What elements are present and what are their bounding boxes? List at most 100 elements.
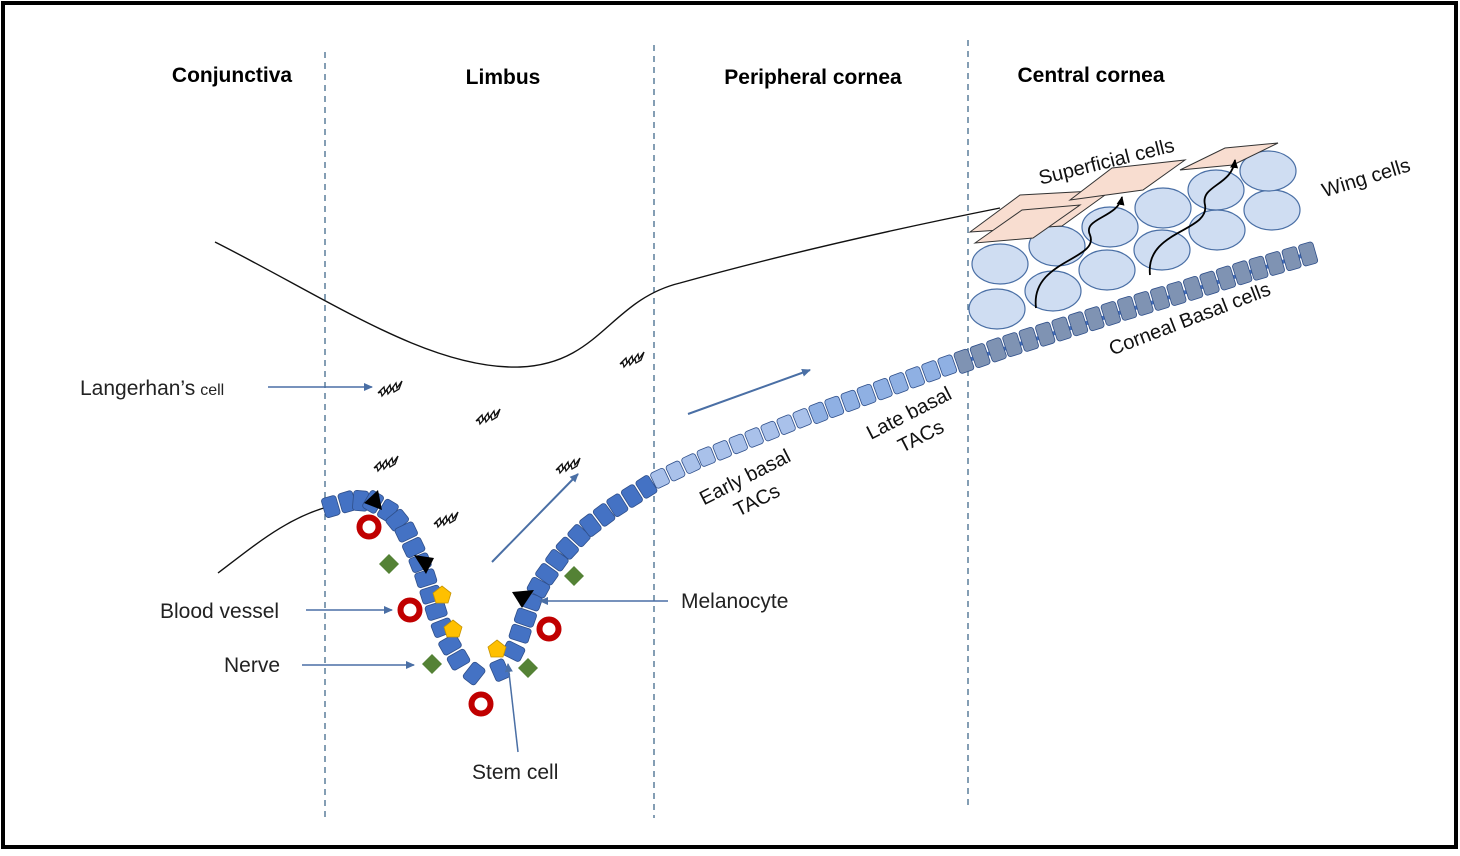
basal-cell bbox=[438, 633, 462, 656]
basal-cell bbox=[1183, 275, 1204, 301]
basal-cell bbox=[446, 648, 471, 671]
differentiation-arrows bbox=[1034, 159, 1239, 309]
zone-title-limbus: Limbus bbox=[466, 66, 541, 89]
basal-cell bbox=[921, 360, 942, 383]
migration-arrow-limbus bbox=[491, 473, 579, 563]
basal-cell bbox=[1150, 286, 1171, 311]
nerve-icon bbox=[518, 658, 538, 678]
basal-cell bbox=[808, 401, 829, 424]
stroma-boundary-curve bbox=[214, 207, 1001, 368]
basal-cell bbox=[986, 337, 1007, 363]
nerve-icon bbox=[379, 554, 399, 574]
basal-cell bbox=[650, 467, 670, 489]
basal-cell bbox=[760, 420, 780, 442]
nerves bbox=[379, 554, 584, 678]
blood-vessel-icon bbox=[397, 597, 423, 623]
blood-vessel-icon bbox=[468, 691, 494, 717]
basal-cell bbox=[840, 389, 861, 412]
zone-title-peripheral-cornea: Peripheral cornea bbox=[724, 66, 902, 89]
langerhans-cell-icon bbox=[555, 457, 581, 475]
zone-title-central-cornea: Central cornea bbox=[1017, 64, 1164, 87]
label-langerhans-small: cell bbox=[200, 382, 224, 399]
stem-cell-icon bbox=[487, 639, 507, 658]
langerhans-cell-icon bbox=[377, 380, 403, 398]
migration-arrow-peripheral bbox=[687, 368, 811, 415]
label-nerve: Nerve bbox=[224, 654, 280, 677]
basal-cell bbox=[1248, 255, 1269, 281]
differentiation-arrow bbox=[1149, 159, 1239, 276]
superficial-cell bbox=[1179, 142, 1279, 171]
basal-cell bbox=[681, 453, 701, 474]
nerve-icon bbox=[422, 654, 442, 674]
basal-cell bbox=[1281, 246, 1302, 272]
wing-cell bbox=[1243, 189, 1301, 231]
basal-cell bbox=[635, 475, 658, 499]
basal-cell bbox=[513, 607, 537, 628]
zone-dividers bbox=[324, 40, 969, 822]
melanocyte-icon bbox=[512, 590, 534, 608]
basal-cell bbox=[1133, 291, 1154, 316]
blood-vessel-icon bbox=[356, 514, 382, 540]
stem-cells bbox=[432, 585, 507, 658]
basal-cell bbox=[665, 460, 686, 482]
pointer-stem-cell bbox=[504, 663, 519, 753]
basal-cell bbox=[937, 354, 958, 377]
basal-cell bbox=[1117, 295, 1138, 321]
wing-cell bbox=[1239, 150, 1297, 192]
stem-cell-icon bbox=[432, 585, 452, 604]
basal-cell bbox=[905, 366, 925, 389]
basal-cell bbox=[856, 383, 877, 407]
wing-cell bbox=[971, 243, 1029, 285]
basal-cell bbox=[592, 503, 616, 527]
wing-cell bbox=[1078, 249, 1136, 291]
basal-cell bbox=[1018, 326, 1039, 352]
basal-cell bbox=[744, 427, 764, 448]
wing-cells bbox=[968, 150, 1301, 330]
basal-cell bbox=[1084, 306, 1105, 332]
langerhans-cells bbox=[373, 351, 645, 529]
superficial-cell bbox=[1068, 159, 1187, 201]
basal-cell bbox=[1298, 241, 1319, 267]
basal-cell bbox=[579, 513, 602, 537]
basal-cell bbox=[414, 568, 438, 589]
basal-cell bbox=[508, 623, 532, 644]
zone-title-conjunctiva: Conjunctiva bbox=[172, 64, 292, 87]
label-melanocyte: Melanocyte bbox=[681, 590, 788, 613]
wing-cell bbox=[1024, 270, 1082, 312]
basal-cell bbox=[1002, 332, 1023, 357]
wing-cell bbox=[1134, 187, 1192, 229]
basal-cell bbox=[824, 395, 845, 418]
superficial-cell bbox=[973, 204, 1082, 244]
label-blood-vessel: Blood vessel bbox=[160, 600, 279, 623]
basal-cell bbox=[889, 372, 909, 395]
nerve-icon bbox=[564, 566, 584, 586]
wing-cell bbox=[1081, 206, 1139, 248]
basal-cell bbox=[606, 493, 629, 517]
basal-cell bbox=[728, 433, 748, 455]
label-wing-cells: Wing cells bbox=[1319, 154, 1413, 202]
basal-cell bbox=[953, 348, 975, 374]
basal-cell bbox=[969, 343, 991, 369]
langerhans-cell-icon bbox=[373, 455, 399, 473]
basal-cell bbox=[872, 378, 893, 401]
langerhans-cell-icon bbox=[433, 511, 459, 529]
basal-cell bbox=[620, 484, 643, 508]
basal-cell bbox=[712, 440, 732, 461]
conjunctival-surface-curve bbox=[217, 504, 336, 574]
basal-cell-strip bbox=[321, 241, 1319, 686]
basal-cell bbox=[321, 495, 341, 518]
basal-cell bbox=[402, 537, 426, 559]
basal-cell bbox=[424, 601, 448, 621]
label-stem-cell: Stem cell bbox=[472, 761, 558, 784]
wing-cell bbox=[1187, 169, 1245, 211]
basal-cell bbox=[394, 521, 418, 543]
label-langerhans-main: Langerhan’s bbox=[80, 377, 195, 400]
basal-cell bbox=[1067, 311, 1089, 337]
wing-cell bbox=[1188, 209, 1246, 251]
basal-cell bbox=[489, 658, 511, 682]
basal-cell bbox=[1265, 251, 1285, 276]
basal-cell bbox=[1215, 265, 1237, 291]
